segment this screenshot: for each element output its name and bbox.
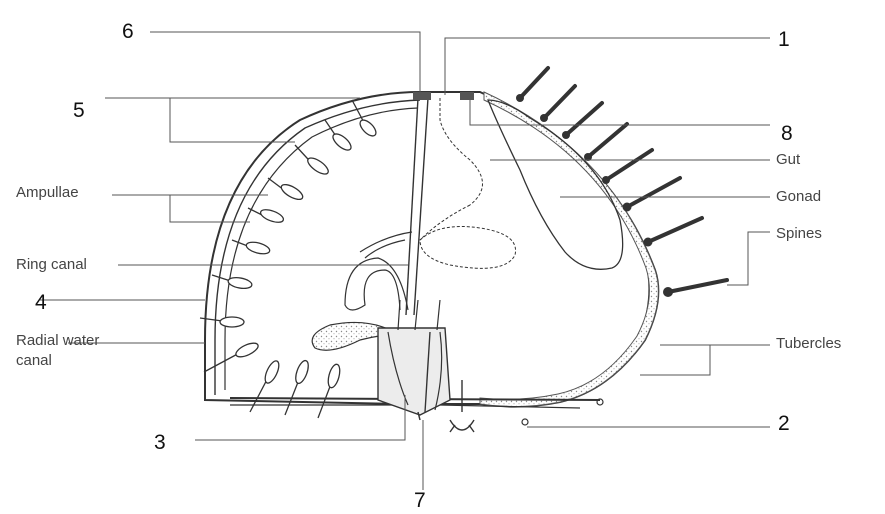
label-mask	[810, 112, 870, 134]
label-ampullae: Ampullae	[16, 185, 79, 200]
label-radial-water-canal-line2: canal	[16, 353, 52, 368]
label-8: 8	[781, 123, 793, 144]
tube-feet	[200, 100, 379, 418]
label-4: 4	[35, 292, 47, 313]
label-3: 3	[154, 432, 166, 453]
label-gonad: Gonad	[776, 189, 821, 204]
label-2: 2	[778, 413, 790, 434]
label-7: 7	[414, 490, 426, 511]
label-6: 6	[122, 21, 134, 42]
label-mask	[15, 428, 155, 450]
spines	[520, 68, 727, 292]
label-mask	[15, 25, 110, 57]
ring-canal	[345, 258, 408, 310]
label-mask	[800, 418, 870, 438]
label-radial-water-canal-line1: Radial water	[16, 333, 99, 348]
label-ring-canal: Ring canal	[16, 257, 87, 272]
gut	[440, 98, 483, 205]
shell-stipple-right	[480, 92, 658, 407]
label-spines: Spines	[776, 226, 822, 241]
label-1: 1	[778, 29, 790, 50]
lantern	[378, 328, 450, 415]
label-gut: Gut	[776, 152, 800, 167]
label-mask	[790, 22, 845, 47]
label-tubercles: Tubercles	[776, 336, 841, 351]
label-5: 5	[73, 100, 85, 121]
label-mask	[15, 82, 105, 122]
